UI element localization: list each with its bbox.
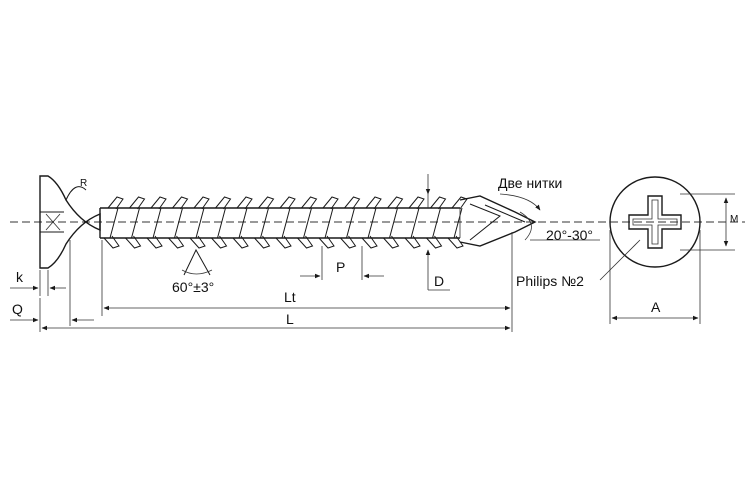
thread-crest [404,196,425,249]
head-top-view [609,176,701,268]
thread-length-dimension [101,232,513,332]
thread-crest [318,196,339,249]
thread-angle-marker [181,248,213,276]
two-threads-leader [499,193,541,211]
thread-crest [189,196,210,249]
drive-label: Philips №2 [516,273,584,289]
recess-depth-dimension [680,193,735,251]
length-label: L [286,311,294,327]
thread-crest [254,196,275,249]
point-angle-arc [519,211,532,241]
pitch-label: P [336,259,345,275]
thread-crest [340,196,361,249]
thread-crest [168,196,189,249]
head-height-label: k [16,269,24,285]
thread-crest [275,196,296,249]
thread-crest [125,196,146,249]
two-threads-label: Две нитки [498,175,562,191]
thread-crest [426,196,447,249]
thread-angle-label: 60°±3° [172,279,214,295]
thread-crest [232,196,253,249]
thread-crest [361,196,382,249]
head-recess-label: Q [12,301,23,317]
pitch-dimension [300,246,384,280]
diameter-dimension [425,174,450,291]
thread-length-label: Lt [284,289,296,305]
head-width-label: A [651,299,661,315]
drive-leader [599,239,641,281]
thread-crest [297,196,318,249]
head-width-dimension [609,230,701,324]
head-recess-dimension [10,240,94,332]
head-height-dimension [10,270,66,296]
screw-point [459,195,537,247]
thread-crest [447,196,468,249]
point-angle-label: 20°-30° [546,227,593,243]
screw-threads [103,196,468,249]
thread-crest [146,196,167,249]
thread-crest [383,196,404,249]
thread-crest [103,196,124,249]
radius-label: R [80,178,87,189]
thread-crest [211,196,232,249]
recess-depth-label: M [730,214,738,225]
diameter-label: D [434,273,444,289]
